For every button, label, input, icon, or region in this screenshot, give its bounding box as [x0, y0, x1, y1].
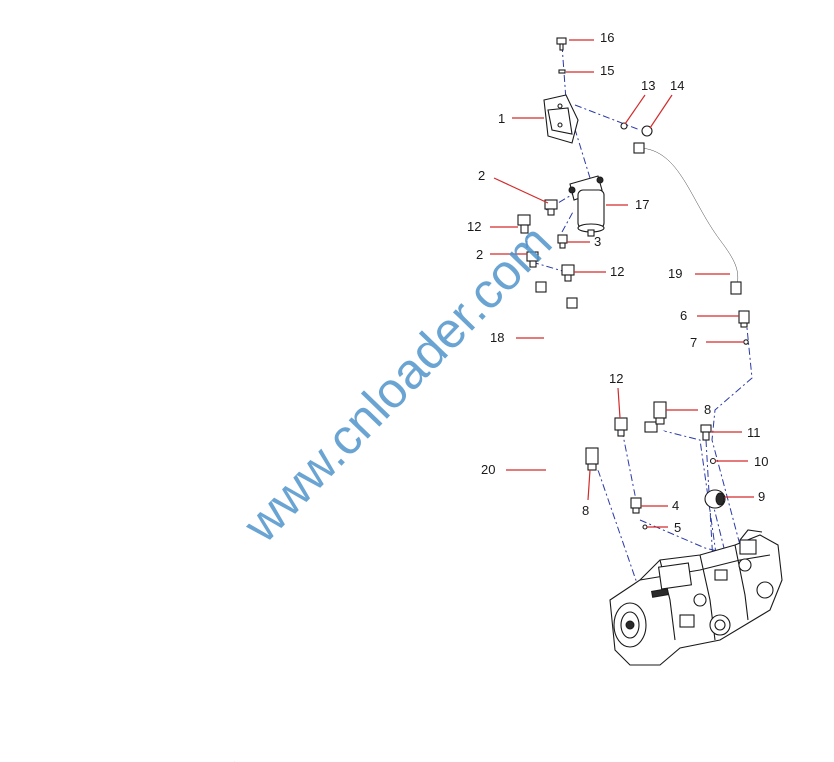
- bolt-16: [556, 37, 567, 51]
- callout-16: 16: [600, 30, 614, 45]
- fitting-2b: [526, 251, 539, 268]
- callout-1: 1: [498, 111, 505, 126]
- callout-9: 9: [758, 489, 765, 504]
- callout-15: 15: [600, 63, 614, 78]
- callout-7: 7: [690, 335, 697, 350]
- callout-4: 4: [672, 498, 679, 513]
- callout-10: 10: [754, 454, 768, 469]
- callout-3: 3: [594, 234, 601, 249]
- oring-10: [709, 457, 717, 465]
- callout-12a: 12: [467, 219, 481, 234]
- callout-12b: 12: [610, 264, 624, 279]
- oring-7: [743, 339, 749, 345]
- elbow-12b: [561, 264, 575, 282]
- callout-12c: 12: [609, 371, 623, 386]
- hoses: [233, 146, 740, 762]
- callout-6: 6: [680, 308, 687, 323]
- plug-11: [700, 424, 712, 441]
- oring-5: [642, 524, 648, 530]
- callout-8a: 8: [704, 402, 711, 417]
- callout-2a: 2: [478, 168, 485, 183]
- fitting-4: [630, 497, 642, 514]
- fitting-2a: [544, 199, 558, 216]
- elbow-12c: [614, 417, 628, 437]
- callout-11: 11: [747, 425, 761, 440]
- connector-8a: [653, 401, 667, 425]
- filter-17: [568, 175, 605, 237]
- fitting-3: [557, 234, 568, 249]
- cap-9: [704, 489, 726, 509]
- washer-15: [558, 69, 566, 74]
- hydraulic-pump: [609, 529, 783, 666]
- callout-2b: 2: [476, 247, 483, 262]
- parts: [517, 37, 750, 530]
- callout-18: 18: [490, 330, 504, 345]
- watermark-text: www.cnloader.com: [232, 214, 563, 553]
- cap-14: [641, 125, 653, 137]
- leader-lines: [490, 39, 754, 528]
- callout-17: 17: [635, 197, 649, 212]
- elbow-12a: [517, 214, 531, 234]
- callout-20: 20: [481, 462, 495, 477]
- callout-5: 5: [674, 520, 681, 535]
- callout-8b: 8: [582, 503, 589, 518]
- fitting-6: [738, 310, 750, 328]
- connector-8b: [585, 447, 599, 471]
- nut-13: [620, 122, 628, 130]
- bracket-1: [543, 94, 579, 144]
- callout-19: 19: [668, 266, 682, 281]
- callout-13: 13: [641, 78, 655, 93]
- callout-labels: 16 15 13 14 1 2 17 12 3 2 12 19 6 18 7 1…: [467, 30, 768, 535]
- callout-14: 14: [670, 78, 684, 93]
